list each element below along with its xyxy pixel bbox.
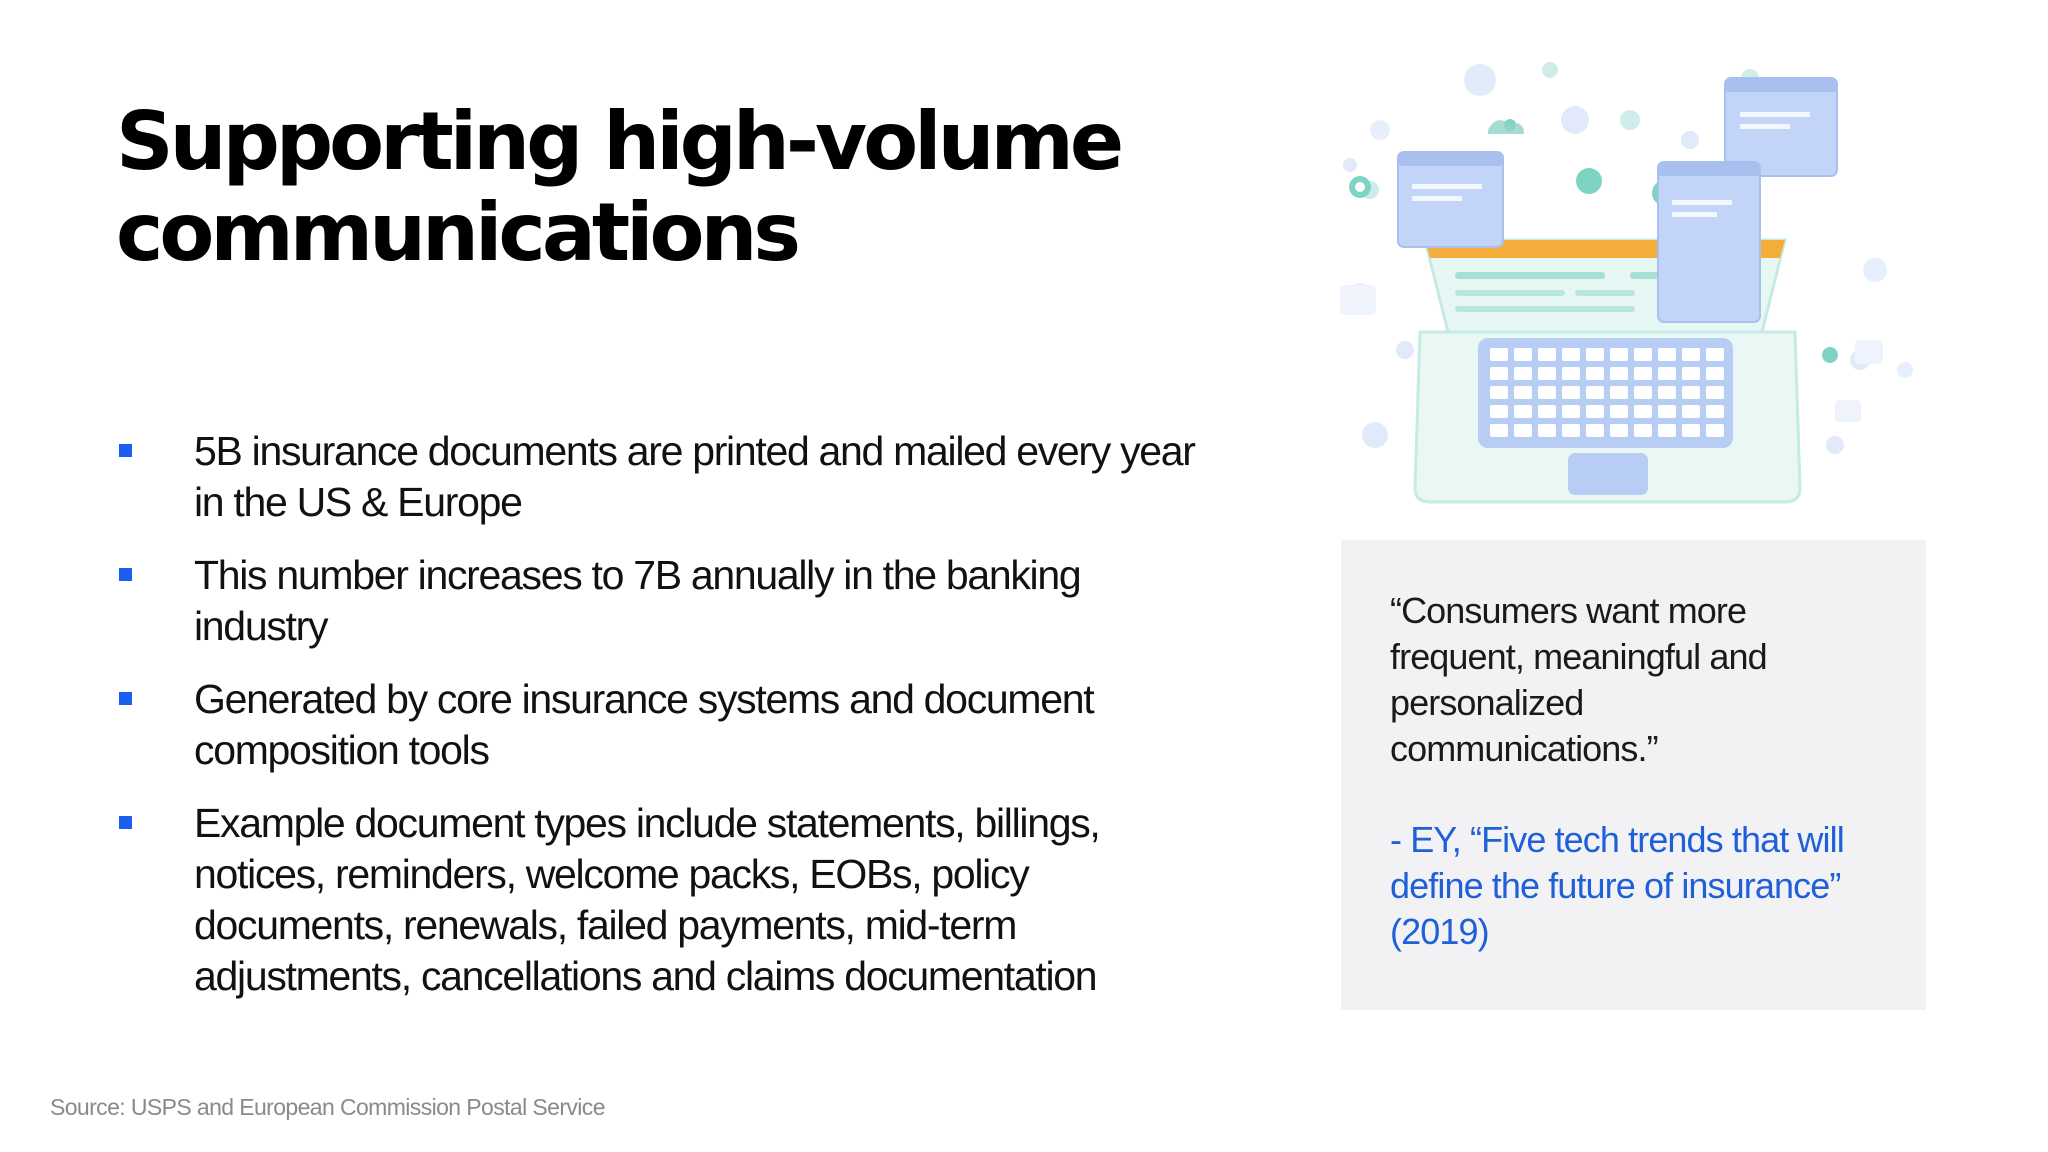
laptop-communications-illustration-icon bbox=[1330, 50, 1930, 530]
title-line: communications bbox=[116, 186, 801, 279]
source-note: Source: USPS and European Commission Pos… bbox=[50, 1094, 606, 1120]
bullet-line: Example document types include statement… bbox=[194, 800, 1101, 846]
quote-line: “Consumers want more bbox=[1390, 590, 1747, 631]
quote-line: frequent, meaningful and bbox=[1390, 636, 1768, 677]
bullet-item: This number increases to 7B annually in … bbox=[116, 550, 1246, 652]
attribution-line: define the future of insurance” bbox=[1390, 865, 1841, 906]
title-line: Supporting high-volume bbox=[116, 95, 1124, 188]
bullet-item: 5B insurance documents are printed and m… bbox=[116, 426, 1246, 528]
bullet-item: Generated by core insurance systems and … bbox=[116, 674, 1246, 776]
bullet-line: 5B insurance documents are printed and m… bbox=[194, 428, 1196, 474]
bullet-line: composition tools bbox=[194, 727, 490, 773]
quote-line: personalized bbox=[1390, 682, 1584, 723]
bullet-line: notices, reminders, welcome packs, EOBs,… bbox=[194, 851, 1030, 897]
bullet-line: in the US & Europe bbox=[194, 479, 523, 525]
bullet-line: This number increases to 7B annually in … bbox=[194, 552, 1082, 598]
bullet-line: industry bbox=[194, 603, 328, 649]
quote-line: communications.” bbox=[1390, 728, 1659, 769]
bullet-square-icon bbox=[119, 444, 132, 457]
quote-text: “Consumers want more frequent, meaningfu… bbox=[1390, 588, 1768, 772]
bullet-square-icon bbox=[119, 568, 132, 581]
bullet-square-icon bbox=[119, 692, 132, 705]
quote-attribution: - EY, “Five tech trends that will define… bbox=[1390, 817, 1845, 955]
bullet-list: 5B insurance documents are printed and m… bbox=[116, 426, 1246, 1024]
bullet-line: adjustments, cancellations and claims do… bbox=[194, 953, 1098, 999]
bullet-square-icon bbox=[119, 816, 132, 829]
attribution-line: (2019) bbox=[1390, 911, 1490, 952]
bullet-line: documents, renewals, failed payments, mi… bbox=[194, 902, 1017, 948]
bullet-item: Example document types include statement… bbox=[116, 798, 1246, 1002]
attribution-line: - EY, “Five tech trends that will bbox=[1390, 819, 1845, 860]
bullet-line: Generated by core insurance systems and … bbox=[194, 676, 1095, 722]
quote-box: “Consumers want more frequent, meaningfu… bbox=[1341, 540, 1926, 1010]
slide-title: Supporting high-volume communications bbox=[116, 96, 1316, 278]
